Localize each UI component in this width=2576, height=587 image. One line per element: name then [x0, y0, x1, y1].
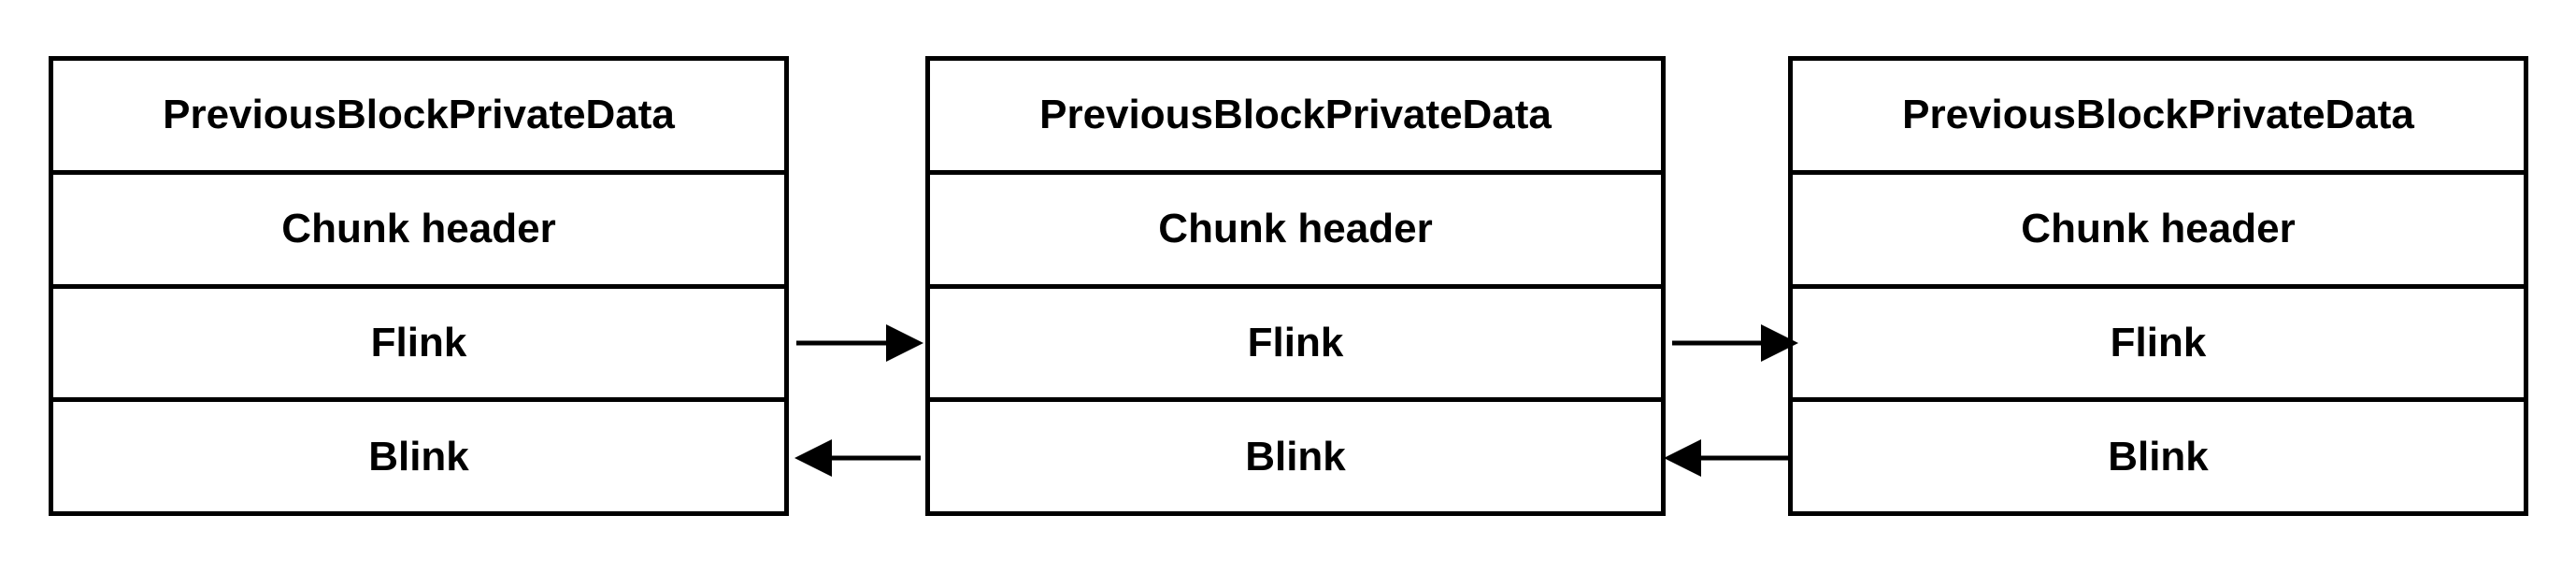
chunk-header-cell: Chunk header: [1793, 169, 2524, 284]
blink-cell: Blink: [1793, 397, 2524, 511]
flink-cell: Flink: [53, 283, 784, 398]
flink-cell: Flink: [930, 283, 1661, 398]
flink-cell: Flink: [1793, 283, 2524, 398]
previous-block-private-data-cell: PreviousBlockPrivateData: [1039, 92, 1552, 138]
chunk-block-1: PreviousBlockPrivateData Chunk header Fl…: [49, 56, 789, 516]
chunk-block-2: PreviousBlockPrivateData Chunk header Fl…: [925, 56, 1666, 516]
previous-block-private-data-cell: PreviousBlockPrivateData: [1902, 92, 2414, 138]
blink-cell: Blink: [930, 397, 1661, 511]
blink-cell: Blink: [53, 397, 784, 511]
previous-block-private-data-cell: PreviousBlockPrivateData: [163, 92, 675, 138]
chunk-header-cell: Chunk header: [930, 169, 1661, 284]
chunk-block-3: PreviousBlockPrivateData Chunk header Fl…: [1788, 56, 2528, 516]
chunk-header-cell: Chunk header: [53, 169, 784, 284]
